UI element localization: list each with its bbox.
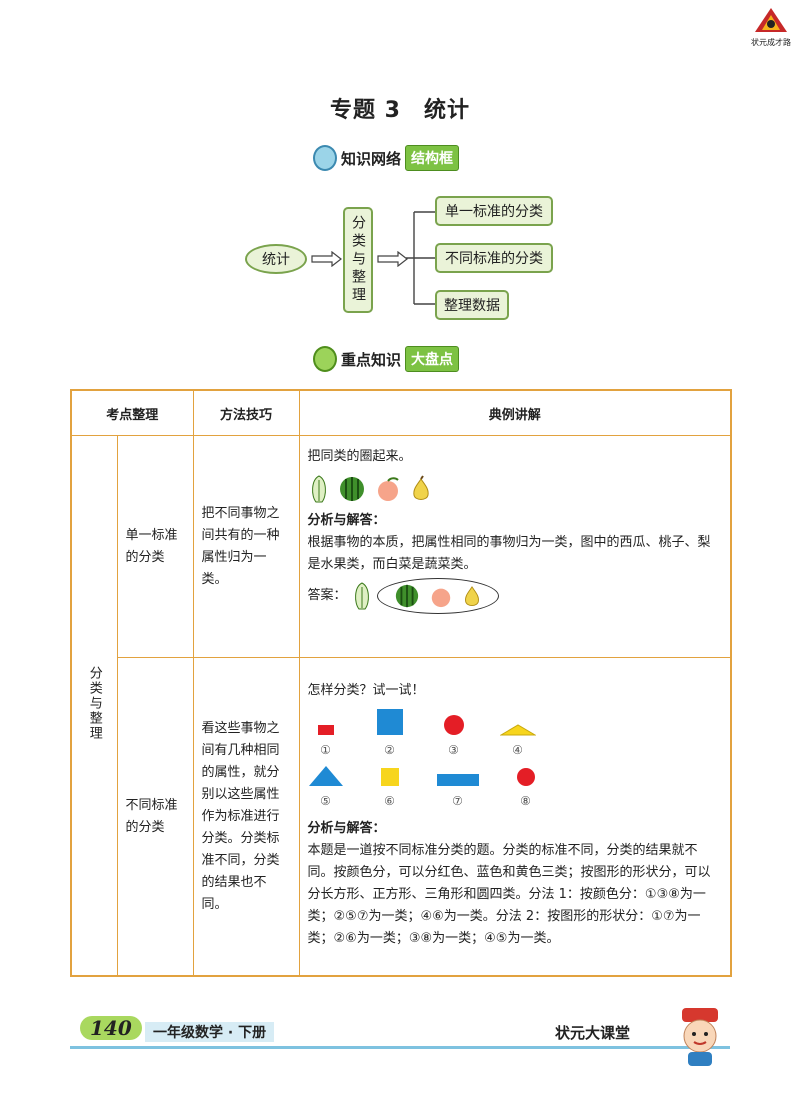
blue-triangle-icon (308, 766, 343, 786)
page-number: 140 (80, 1016, 142, 1040)
knowledge-banner: 知识网络 结构框 (313, 145, 460, 171)
scholar-mascot-icon (682, 1008, 718, 1066)
analysis-label: 分析与解答： (307, 513, 386, 528)
shape-number: ② (384, 743, 395, 757)
diagram-bracket (406, 211, 436, 305)
group-label: 分类与整理 (86, 666, 102, 741)
table-row: 不同标准的分类 看这些事物之间有几种相同的属性，就分别以这些属性作为标准进行分类… (71, 657, 732, 977)
cabbage-icon (311, 475, 326, 503)
blue-rectangle-icon (436, 774, 479, 786)
shape-number: ④ (512, 743, 523, 757)
diagram-root: 统计 (245, 244, 307, 274)
publisher-logo: 状元成才路 (748, 6, 794, 48)
shape-number: ⑥ (384, 794, 395, 808)
shape-row-2: ⑤ ⑥ ⑦ ⑧ (308, 765, 723, 812)
header-method: 方法技巧 (192, 389, 300, 436)
diagram-branch-single: 单一标准的分类 (435, 196, 553, 226)
topic-label: 单一标准的分类 (125, 527, 178, 565)
key-banner-tag: 大盘点 (405, 346, 460, 372)
answer-row: 答案： (308, 578, 723, 614)
analysis-label: 分析与解答： (307, 821, 386, 836)
topic-label: 不同标准的分类 (125, 797, 178, 835)
watermelon-icon (339, 477, 364, 501)
book-title: 一年级数学 · 下册 (145, 1022, 275, 1042)
cabbage-icon (354, 582, 369, 610)
diagram-branch-data: 整理数据 (435, 290, 509, 320)
example-cell: 把同类的圈起来。 分析与解答： 根据事物的本质，把属性相同的事物归为一类，图中的… (298, 435, 732, 658)
table-header-row: 考点整理 方法技巧 典例讲解 (70, 389, 732, 436)
pear-icon (464, 586, 479, 606)
header-example: 典例讲解 (298, 389, 732, 436)
analysis-text: 根据事物的本质，把属性相同的事物归为一类，图中的西瓜、桃子、梨是水果类，而白菜是… (307, 535, 711, 572)
answer-circle (376, 578, 499, 614)
key-banner-label: 重点知识 (341, 350, 402, 369)
shape-number: ⑦ (452, 794, 463, 808)
yellow-triangle-icon (499, 724, 536, 736)
table-row: 分类与整理 单一标准的分类 把不同事物之间共有的一种属性归为一类。 把同类的圈起… (70, 435, 732, 977)
analysis-text: 本题是一道按不同标准分类的题。分类的标准不同，分类的结果就不同。按颜色分，可以分… (307, 843, 711, 946)
shape-number: ⑧ (520, 794, 531, 808)
knowledge-table: 考点整理 方法技巧 典例讲解 分类与整理 单一标准的分类 把不同事物之间共有的一… (70, 389, 733, 977)
pear-icon (412, 475, 429, 500)
yellow-square-icon (380, 768, 399, 786)
diagram-arrow-icon (311, 251, 342, 267)
example-cell: 怎样分类？试一试！ ① ② ③ ④ ⑤ ⑥ ⑦ ⑧ 分析与解答： 本题是一道按不… (298, 657, 732, 977)
method-text: 把不同事物之间共有的一种属性归为一类。 (201, 505, 280, 587)
footer-divider (70, 1046, 730, 1049)
topic-cell: 单一标准的分类 (116, 435, 194, 658)
header-topic: 考点整理 (70, 389, 194, 436)
red-circle-icon (516, 768, 535, 786)
diagram-middle: 分类与整理 (343, 207, 373, 313)
mascot-icon (313, 145, 337, 171)
example-prompt: 把同类的圈起来。 (307, 449, 412, 464)
knowledge-banner-tag: 结构框 (405, 145, 460, 171)
topic-cell: 不同标准的分类 (116, 657, 194, 977)
shape-number: ③ (448, 743, 459, 757)
group-cell: 分类与整理 (70, 435, 118, 977)
peach-icon (377, 477, 399, 501)
shape-number: ⑤ (320, 794, 331, 808)
example-prompt: 怎样分类？试一试！ (307, 683, 425, 698)
page-title: 专题 3 统计 (330, 98, 470, 123)
key-banner: 重点知识 大盘点 (313, 346, 460, 372)
diagram-arrow-icon (377, 251, 408, 267)
peach-icon (431, 588, 450, 608)
method-cell: 看这些事物之间有几种相同的属性，就分别以这些属性作为标准进行分类。分类标准不同，… (192, 657, 300, 977)
fruit-icons (308, 474, 723, 504)
flame-logo-icon (755, 8, 787, 32)
method-cell: 把不同事物之间共有的一种属性归为一类。 (192, 435, 300, 658)
brand-name: 状元大课堂 (555, 1024, 631, 1042)
knowledge-banner-label: 知识网络 (341, 149, 402, 168)
shape-row-1: ① ② ③ ④ (308, 708, 723, 761)
answer-label: 答案： (307, 588, 347, 603)
watermelon-icon (395, 584, 418, 608)
frog-mascot-icon (313, 346, 337, 372)
red-rectangle-icon (317, 725, 334, 735)
shape-number: ① (320, 743, 331, 757)
method-text: 看这些事物之间有几种相同的属性，就分别以这些属性作为标准进行分类。分类标准不同，… (201, 720, 280, 912)
red-circle-icon (443, 715, 464, 735)
blue-square-icon (376, 709, 403, 735)
diagram-branch-multiple: 不同标准的分类 (435, 243, 553, 273)
logo-text: 状元成才路 (751, 38, 791, 47)
